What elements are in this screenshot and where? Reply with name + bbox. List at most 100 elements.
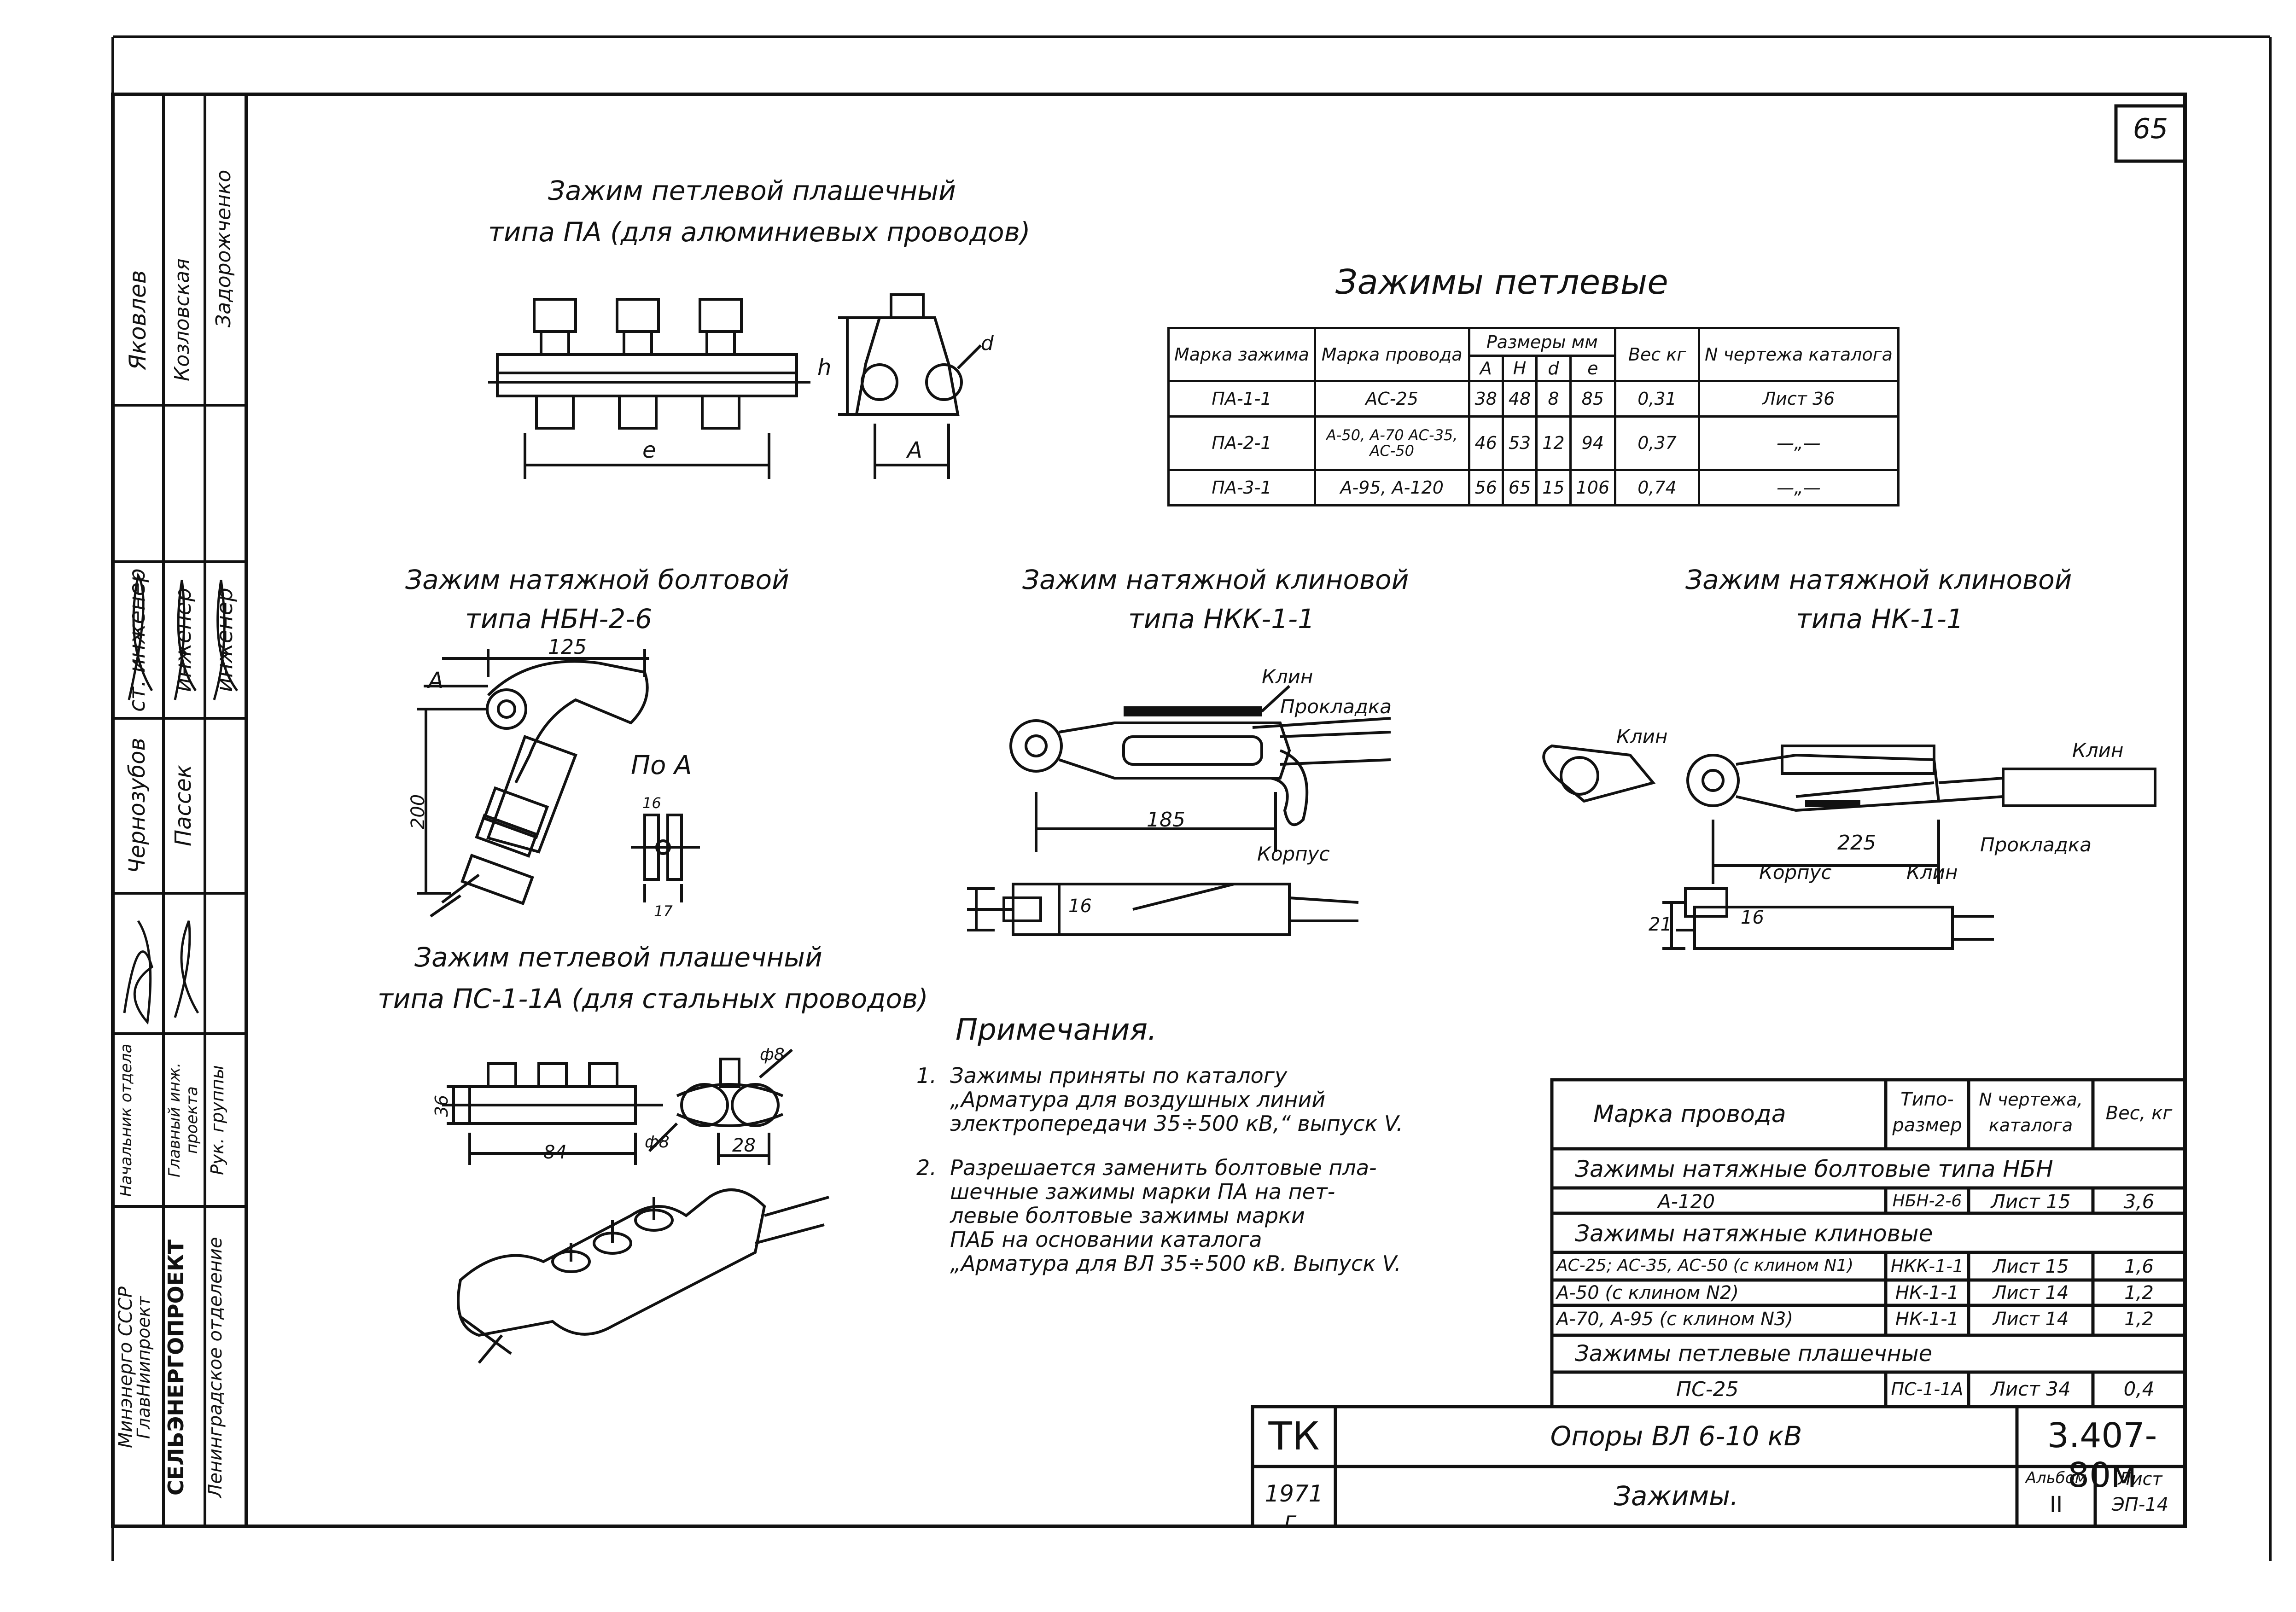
- stamp-name-zadorozhchenko: Задорожченко: [212, 169, 235, 328]
- callout-korpus-nkk: Корпус: [1257, 843, 1330, 865]
- mt-row1-wire: А-120: [1658, 1190, 1715, 1213]
- dim-21: 21: [1649, 914, 1672, 935]
- dim-200: 200: [408, 794, 429, 830]
- mt-row4-wire: А-70, А-95 (с клином N3): [1556, 1309, 1794, 1330]
- stamp-pos2-eng-2: инженер: [212, 588, 238, 693]
- mt-row2-type: НКК-1-1: [1890, 1256, 1964, 1276]
- mt-row1-type: НБН-2-6: [1892, 1192, 1962, 1210]
- dim-36: 36: [431, 1094, 452, 1117]
- stamp-name-passek: Пассек: [170, 765, 196, 847]
- mt-row2-wire: АС-25; АС-35, АС-50 (с клином N1): [1556, 1256, 1854, 1275]
- mt-row1-weight: 3,6: [2123, 1190, 2155, 1213]
- mt-row3-cat: Лист 14: [1993, 1282, 2069, 1304]
- stamp-org-2: ГлавНиипроект: [134, 1296, 154, 1439]
- mt-row5-weight: 0,4: [2123, 1378, 2155, 1400]
- th-size-h: H: [1501, 355, 1538, 382]
- ps-clamp-title-1: Зажим петлевой плашечный: [414, 942, 822, 973]
- page-number: 65: [2133, 113, 2168, 145]
- dim-16-nkk: 16: [1068, 896, 1092, 917]
- dim-16-nk: 16: [1741, 907, 1764, 928]
- arrow-a-label: А: [428, 668, 443, 693]
- callout-klin-nk-detail: Клин: [2072, 739, 2124, 762]
- title-block-sheet-label: Лист: [2118, 1469, 2162, 1489]
- mt-sec3: Зажимы петлевые плашечные: [1575, 1341, 1933, 1367]
- stamp-pos-head: Начальник отдела: [117, 1043, 135, 1197]
- mt-sec1: Зажимы натяжные болтовые типа НБН: [1575, 1156, 2053, 1182]
- callout-korpus-nk: Корпус: [1759, 861, 1832, 884]
- pa-clamp-title-1: Зажим петлевой плашечный: [548, 175, 956, 206]
- dim-225: 225: [1837, 831, 1876, 855]
- title-block-year: 1971 г.: [1265, 1480, 1323, 1534]
- mt-row4-type: НК-1-1: [1895, 1309, 1959, 1330]
- callout-klin-nk: Клин: [1616, 725, 1668, 748]
- pa-clamp-title-2: типа ПА (для алюминиевых проводов): [488, 216, 1031, 248]
- nk-clamp-title-1: Зажим натяжной клиновой: [1685, 564, 2072, 595]
- title-block-album: II: [2049, 1492, 2063, 1518]
- mt-row2-cat: Лист 15: [1993, 1256, 2069, 1277]
- stamp-pos2-eng-1: инженер: [170, 588, 196, 693]
- dim-28: 28: [732, 1135, 756, 1156]
- th-size-a: A: [1468, 355, 1504, 382]
- title-block-code: 3.407-80м: [2047, 1416, 2157, 1495]
- title-block-sheet-title: Зажимы.: [1614, 1480, 1739, 1512]
- title-block-tk: ТК: [1268, 1414, 1320, 1459]
- th-size-e: e: [1569, 355, 1617, 382]
- nkk-clamp-title-2: типа НКК-1-1: [1128, 603, 1315, 634]
- dim-8a: ф8: [760, 1045, 785, 1064]
- loop-clamps-table: Марка зажима Марка провода Размеры мм Ве…: [1167, 327, 1900, 507]
- callout-prokladka-nk: Прокладка: [1980, 833, 2092, 856]
- dim-84: 84: [543, 1142, 567, 1163]
- mt-row4-weight: 1,2: [2124, 1309, 2154, 1330]
- stamp-pos-group-lead: Рук. группы: [207, 1065, 227, 1175]
- dim-125: 125: [548, 635, 587, 659]
- title-block-album-label: Альбом: [2025, 1469, 2087, 1487]
- dim-185: 185: [1147, 808, 1185, 832]
- stamp-org-1: Минэнерго СССР: [115, 1286, 136, 1449]
- dim-e: e: [642, 437, 656, 463]
- th-sizes: Размеры мм: [1468, 327, 1617, 357]
- mt-h-catalog: N чертежа, каталога: [1979, 1089, 2083, 1135]
- nbn-clamp-title-1: Зажим натяжной болтовой: [405, 564, 789, 595]
- th-mark-wire: Марка провода: [1313, 327, 1470, 382]
- mt-row3-type: НК-1-1: [1895, 1282, 1959, 1304]
- mt-h-type: Типо-размер: [1892, 1089, 1962, 1136]
- mt-row5-wire: ПС-25: [1676, 1378, 1739, 1401]
- mt-row5-type: ПС-1-1А: [1891, 1379, 1964, 1399]
- mt-sec2: Зажимы натяжные клиновые: [1575, 1220, 1933, 1247]
- nk-clamp-title-2: типа НК-1-1: [1796, 603, 1964, 634]
- stamp-org-4: Ленинградское отделение: [205, 1237, 226, 1498]
- mt-h-wire: Марка провода: [1593, 1100, 1786, 1128]
- dim-d: d: [981, 332, 994, 355]
- notes-heading: Примечания.: [956, 1013, 1157, 1047]
- th-catalog: N чертежа каталога: [1697, 327, 1900, 382]
- note-2: 2. Разрешается заменить болтовые пла- ше…: [916, 1155, 1401, 1276]
- note-1: 1. Зажимы приняты по каталогу „Арматура …: [916, 1063, 1403, 1136]
- mt-row1-cat: Лист 15: [1991, 1190, 2071, 1213]
- view-a-label: По А: [631, 751, 692, 780]
- title-block-project: Опоры ВЛ 6-10 кВ: [1550, 1420, 1802, 1452]
- stamp-name-yakovlev: Яковлев: [124, 270, 151, 370]
- mt-row5-cat: Лист 34: [1991, 1378, 2071, 1400]
- mt-row4-cat: Лист 14: [1993, 1309, 2069, 1330]
- stamp-pos-chief-eng: Главный инж. проекта: [165, 1062, 201, 1178]
- th-size-d: d: [1535, 355, 1572, 382]
- dim-17: 17: [654, 902, 673, 920]
- mt-row3-weight: 1,2: [2124, 1282, 2154, 1304]
- th-mark-clamp: Марка зажима: [1167, 327, 1316, 382]
- callout-klin-nkk: Клин: [1262, 665, 1313, 688]
- nbn-clamp-title-2: типа НБН-2-6: [465, 603, 653, 634]
- mt-row3-wire: А-50 (с клином N2): [1556, 1282, 1739, 1304]
- mt-h-weight: Вес, кг: [2105, 1103, 2173, 1124]
- dim-8b: ф8: [645, 1133, 670, 1152]
- nkk-clamp-title-1: Зажим натяжной клиновой: [1022, 564, 1409, 595]
- mt-row2-weight: 1,6: [2124, 1256, 2154, 1277]
- loop-clamps-title: Зажимы петлевые: [1335, 262, 1668, 302]
- callout-prokladka-nkk: Прокладка: [1280, 695, 1392, 718]
- dim-16-nbn: 16: [642, 794, 661, 812]
- dim-a: A: [907, 437, 922, 463]
- stamp-name-chernozubov: Чернозубов: [124, 738, 150, 874]
